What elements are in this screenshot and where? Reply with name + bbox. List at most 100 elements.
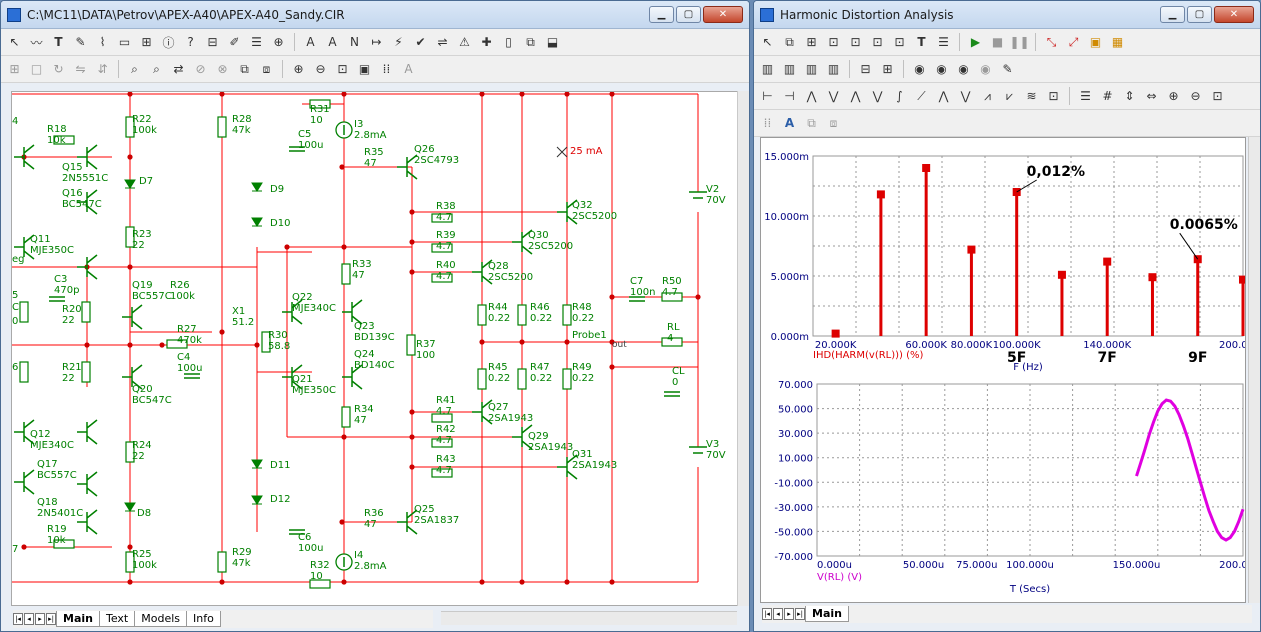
node-numbers-icon[interactable]: A <box>306 35 315 49</box>
title-block-icon[interactable]: ☰ <box>251 35 262 49</box>
valley-icon[interactable]: ◉ <box>958 62 969 76</box>
box-icon[interactable]: □ <box>30 62 43 76</box>
group-icon[interactable]: ⧉ <box>807 115 816 130</box>
first-tab-button[interactable]: |◂ <box>13 613 23 625</box>
first-tab-button[interactable]: |◂ <box>762 608 772 620</box>
zoom-in-icon[interactable]: ⊕ <box>293 62 304 76</box>
next-point-icon[interactable]: ⊢ <box>762 89 773 103</box>
next-tab-button[interactable]: ▸ <box>784 608 794 620</box>
max-icon[interactable]: ⋀ <box>938 89 949 103</box>
grid-toggle-icon[interactable]: ⁞⁞ <box>382 62 391 76</box>
scale-x-icon[interactable]: ⊡ <box>828 35 839 49</box>
disabled-icon[interactable]: ◉ <box>980 62 991 76</box>
vertical-scrollbar[interactable] <box>737 91 749 606</box>
grid-icon[interactable]: ⊟ <box>207 35 218 49</box>
ungroup-icon[interactable]: ⧈ <box>262 61 271 76</box>
line-tool-icon[interactable]: ✎ <box>75 35 86 49</box>
grid-menu-icon[interactable]: ⁞⁞ <box>763 116 772 130</box>
info-icon[interactable]: ⓘ <box>162 35 175 50</box>
last-tab-button[interactable]: ▸| <box>795 608 805 620</box>
stop-icon[interactable]: ■ <box>991 35 1004 49</box>
replace-icon[interactable]: ⇄ <box>173 62 184 76</box>
check-icon[interactable]: ✔ <box>415 35 426 49</box>
help-icon[interactable]: ? <box>187 35 194 49</box>
bottom-icon[interactable]: ≋ <box>1026 89 1037 103</box>
edit-icon[interactable]: ✐ <box>229 35 240 49</box>
peak-icon[interactable]: ◉ <box>936 62 947 76</box>
pin-icon[interactable]: ⊕ <box>273 35 284 49</box>
stack-icon[interactable]: ⊟ <box>860 62 871 76</box>
tab-main[interactable]: Main <box>56 611 100 627</box>
valley-find-icon[interactable]: ⋁ <box>828 89 839 103</box>
flip-h-icon[interactable]: ⇋ <box>75 62 86 76</box>
panel-3-icon[interactable]: ▥ <box>805 62 818 76</box>
tile-icon[interactable]: ⊞ <box>882 62 893 76</box>
tab-models[interactable]: Models <box>134 611 187 627</box>
zoom-in-icon[interactable]: ⊕ <box>1168 89 1179 103</box>
find-icon[interactable]: ⌕ <box>131 61 138 76</box>
node-voltages-icon[interactable]: A <box>328 35 337 49</box>
bus-icon[interactable]: ⊞ <box>141 35 152 49</box>
more-icon[interactable]: ✚ <box>481 35 492 49</box>
horizontal-scrollbar[interactable] <box>441 611 737 625</box>
link-icon[interactable]: ⇌ <box>437 35 448 49</box>
wire-icon[interactable]: 〰 <box>30 35 43 50</box>
plot-vertical-scrollbar[interactable] <box>1248 137 1260 603</box>
maximize-button[interactable]: ▢ <box>676 6 701 23</box>
zoom-out-icon[interactable]: ⊖ <box>315 62 326 76</box>
group-icon[interactable]: ⧉ <box>240 61 249 76</box>
zoom-out-icon[interactable]: ⊖ <box>1190 89 1201 103</box>
align-icon[interactable]: ⊞ <box>9 62 20 76</box>
last-tab-button[interactable]: ▸| <box>46 613 56 625</box>
select-arrow-icon[interactable]: ↖ <box>9 35 20 49</box>
frame-icon[interactable]: ▣ <box>1089 35 1102 49</box>
close-button[interactable]: ✕ <box>1214 6 1254 23</box>
low-icon[interactable]: ⋁ <box>872 89 883 103</box>
tab-info[interactable]: Info <box>186 611 221 627</box>
fit-x-icon[interactable]: ⇔ <box>1146 89 1157 103</box>
prev-point-icon[interactable]: ⊣ <box>784 89 795 103</box>
fit-y-icon[interactable]: ⇕ <box>1124 89 1135 103</box>
component-icon[interactable]: ▭ <box>118 35 131 49</box>
warning-icon[interactable]: ⚠ <box>459 35 470 49</box>
peak-find-icon[interactable]: ⋀ <box>806 89 817 103</box>
close-button[interactable]: ✕ <box>703 6 743 23</box>
text-icon[interactable]: T <box>917 35 926 49</box>
pause-icon[interactable]: ❚❚ <box>1009 35 1030 49</box>
slope-icon[interactable]: ⟋ <box>917 88 926 103</box>
font-icon[interactable]: A <box>404 62 413 76</box>
minimize-button[interactable]: ▁ <box>649 6 674 23</box>
zoom-fit-icon[interactable]: ⊡ <box>1212 89 1223 103</box>
ungroup-icon[interactable]: ⧈ <box>829 115 838 130</box>
current-arrows-icon[interactable]: ↦ <box>371 35 382 49</box>
copy-icon[interactable]: ⧉ <box>785 34 794 49</box>
tag-icon[interactable]: ⊡ <box>1048 89 1059 103</box>
scale-y-icon[interactable]: ⊡ <box>850 35 861 49</box>
minimize-button[interactable]: ▁ <box>1160 6 1185 23</box>
zoom-range-icon[interactable]: ⤡ <box>1046 34 1057 49</box>
formula-icon[interactable]: ⊡ <box>894 35 905 49</box>
stop-icon[interactable]: ⊘ <box>195 62 206 76</box>
high-icon[interactable]: ⋀ <box>850 89 861 103</box>
select-arrow-icon[interactable]: ↖ <box>762 35 773 49</box>
list-icon[interactable]: ☰ <box>1080 89 1091 103</box>
flip-v-icon[interactable]: ⇵ <box>97 62 108 76</box>
tab-main[interactable]: Main <box>805 606 849 622</box>
split-icon[interactable]: ⬓ <box>546 35 559 49</box>
scale-icon[interactable]: ⊞ <box>806 35 817 49</box>
min-icon[interactable]: ⋁ <box>960 89 971 103</box>
go-y-icon[interactable]: ⩗ <box>1006 88 1013 103</box>
power-icon[interactable]: ⚡ <box>394 35 403 49</box>
next-tab-button[interactable]: ▸ <box>35 613 45 625</box>
brush-icon[interactable]: ⌇ <box>99 35 106 49</box>
cancel-icon[interactable]: ⊗ <box>217 62 228 76</box>
waveform-icon[interactable]: ⊡ <box>872 35 883 49</box>
maximize-button[interactable]: ▢ <box>1187 6 1212 23</box>
panel-2-icon[interactable]: ▥ <box>783 62 796 76</box>
go-x-icon[interactable]: ⩘ <box>984 88 991 103</box>
tab-text[interactable]: Text <box>98 611 136 627</box>
zoom-fit-icon[interactable]: ⊡ <box>337 62 348 76</box>
number-icon[interactable]: # <box>1102 89 1113 103</box>
